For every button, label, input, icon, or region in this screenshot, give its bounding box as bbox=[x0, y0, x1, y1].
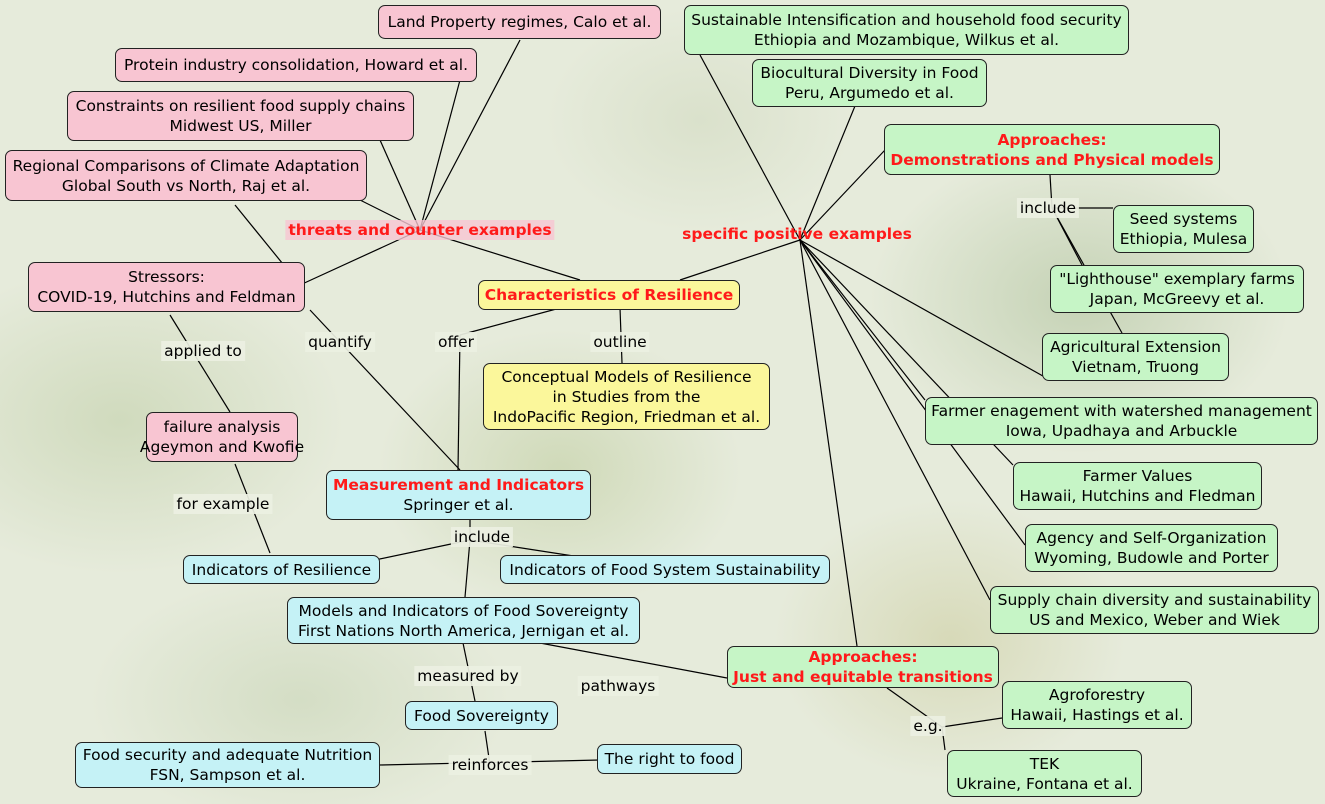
node-fsn-line1: Food security and adequate Nutrition bbox=[82, 746, 373, 764]
node-characteristics-of-resilience: Characteristics of Resilience bbox=[478, 280, 740, 310]
node-supply-line1: Supply chain diversity and sustainabilit… bbox=[997, 591, 1312, 609]
node-seed-line1: Seed systems bbox=[1129, 210, 1238, 228]
node-regional-line1: Regional Comparisons of Climate Adaptati… bbox=[12, 156, 360, 175]
label-threats: threats and counter examples bbox=[285, 220, 555, 240]
node-agency-line1: Agency and Self-Organization bbox=[1036, 529, 1267, 547]
node-stressors-line2: COVID-19, Hutchins and Feldman bbox=[37, 288, 296, 306]
node-ind-res-text: Indicators of Resilience bbox=[191, 560, 372, 579]
node-measurement-line2: Springer et al. bbox=[403, 496, 514, 514]
node-conceptual-line1: Conceptual Models of Resilience bbox=[501, 367, 752, 386]
node-measurement-line1: Measurement and Indicators bbox=[332, 476, 585, 494]
node-just-line2: Just and equitable transitions bbox=[733, 668, 993, 686]
node-lighthouse-line2: Japan, McGreevy et al. bbox=[1089, 290, 1265, 308]
node-land-property-text: Land Property regimes, Calo et al. bbox=[387, 13, 652, 31]
label-eg: e.g. bbox=[910, 716, 946, 736]
node-constraints: Constraints on resilient food supply cha… bbox=[67, 91, 414, 141]
node-watershed-line2: Iowa, Upadhaya and Arbuckle bbox=[1005, 422, 1238, 440]
node-models-fs-line2: First Nations North America, Jernigan et… bbox=[297, 621, 630, 640]
node-models-fs-line1: Models and Indicators of Food Sovereignt… bbox=[298, 601, 629, 620]
node-tek-line1: TEK bbox=[1029, 754, 1060, 773]
label-include-measurement: include bbox=[450, 527, 514, 547]
node-agroforestry-line2: Hawaii, Hastings et al. bbox=[1010, 706, 1184, 724]
node-approaches-demonstrations: Approaches:Demonstrations and Physical m… bbox=[884, 124, 1220, 175]
node-regional-comparisons: Regional Comparisons of Climate Adaptati… bbox=[5, 150, 367, 201]
label-offer: offer bbox=[434, 332, 478, 352]
node-agency-line2: Wyoming, Budowle and Porter bbox=[1034, 549, 1269, 567]
node-right-to-food: The right to food bbox=[597, 744, 742, 774]
node-protein-industry: Protein industry consolidation, Howard e… bbox=[115, 48, 477, 82]
node-center-text: Characteristics of Resilience bbox=[484, 286, 734, 304]
node-ind-sus-text: Indicators of Food System Sustainability bbox=[509, 560, 821, 579]
node-failure-line1: failure analysis bbox=[163, 418, 281, 436]
node-biocult-line1: Biocultural Diversity in Food bbox=[760, 64, 979, 82]
node-right-food-text: The right to food bbox=[604, 750, 735, 768]
label-positive-examples: specific positive examples bbox=[682, 225, 912, 243]
node-indicators-resilience: Indicators of Resilience bbox=[183, 555, 380, 584]
node-approaches-just-transitions: Approaches: Just and equitable transition… bbox=[727, 646, 999, 688]
node-biocult-line2: Peru, Argumedo et al. bbox=[785, 84, 954, 102]
node-indicators-sustainability: Indicators of Food System Sustainability bbox=[500, 555, 830, 584]
label-measured-by: measured by bbox=[414, 666, 522, 686]
node-stressors-line1: Stressors: bbox=[128, 268, 205, 286]
node-sustainable-intensification: Sustainable Intensification and househol… bbox=[684, 5, 1129, 55]
node-conceptual-line3: IndoPacific Region, Friedman et al. bbox=[492, 407, 761, 426]
label-pathways: pathways bbox=[577, 676, 659, 696]
label-applied-to: applied to bbox=[161, 341, 245, 361]
node-just-line1: Approaches: bbox=[808, 648, 918, 666]
node-conceptual-line2: in Studies from the bbox=[552, 387, 701, 406]
node-regional-line2: Global South vs North, Raj et al. bbox=[61, 176, 311, 195]
node-protein-industry-text: Protein industry consolidation, Howard e… bbox=[123, 56, 468, 74]
node-constraints-line2: Midwest US, Miller bbox=[169, 117, 312, 135]
label-for-example: for example bbox=[173, 494, 273, 514]
node-agext-line2: Vietnam, Truong bbox=[1072, 358, 1199, 376]
node-land-property: Land Property regimes, Calo et al. bbox=[378, 5, 661, 39]
node-agroforestry-line1: Agroforestry bbox=[1048, 686, 1146, 704]
node-models-food-sovereignty: Models and Indicators of Food Sovereignt… bbox=[287, 597, 640, 644]
node-sust-int-line1: Sustainable Intensification and househol… bbox=[691, 11, 1122, 29]
node-supply-line2: US and Mexico, Weber and Wiek bbox=[1029, 611, 1280, 629]
node-food-sov-text: Food Sovereignty bbox=[414, 706, 549, 725]
label-outline: outline bbox=[590, 332, 650, 352]
label-quantify: quantify bbox=[305, 332, 375, 352]
node-demos-line2: Demonstrations and Physical models bbox=[890, 150, 1214, 169]
label-include-demonstrations: include bbox=[1016, 198, 1080, 218]
node-lighthouse-line1: "Lighthouse" exemplary farms bbox=[1059, 270, 1295, 288]
node-supply-chain-diversity: Supply chain diversity and sustainabilit… bbox=[990, 586, 1319, 634]
node-sust-int-line2: Ethiopia and Mozambique, Wilkus et al. bbox=[753, 31, 1060, 49]
node-demos-line1: Approaches: bbox=[997, 130, 1107, 149]
node-watershed-management: Farmer enagement with watershed manageme… bbox=[925, 397, 1318, 445]
node-agext-line1: Agricultural Extension bbox=[1050, 338, 1221, 356]
node-food-sovereignty: Food Sovereignty bbox=[405, 701, 558, 730]
node-stressors: Stressors: COVID-19, Hutchins and Feldman bbox=[28, 262, 305, 312]
node-values-line1: Farmer Values bbox=[1082, 467, 1193, 485]
node-failure-line2: Ageymon and Kwofie bbox=[139, 438, 305, 456]
node-watershed-line1: Farmer enagement with watershed manageme… bbox=[931, 402, 1312, 420]
node-tek-line2: Ukraine, Fontana et al. bbox=[956, 774, 1133, 793]
node-constraints-line1: Constraints on resilient food supply cha… bbox=[75, 97, 406, 115]
label-reinforces: reinforces bbox=[448, 755, 532, 775]
node-values-line2: Hawaii, Hutchins and Fledman bbox=[1019, 487, 1256, 505]
node-seed-line2: Ethiopia, Mulesa bbox=[1119, 230, 1248, 248]
node-fsn-line2: FSN, Sampson et al. bbox=[149, 766, 306, 784]
